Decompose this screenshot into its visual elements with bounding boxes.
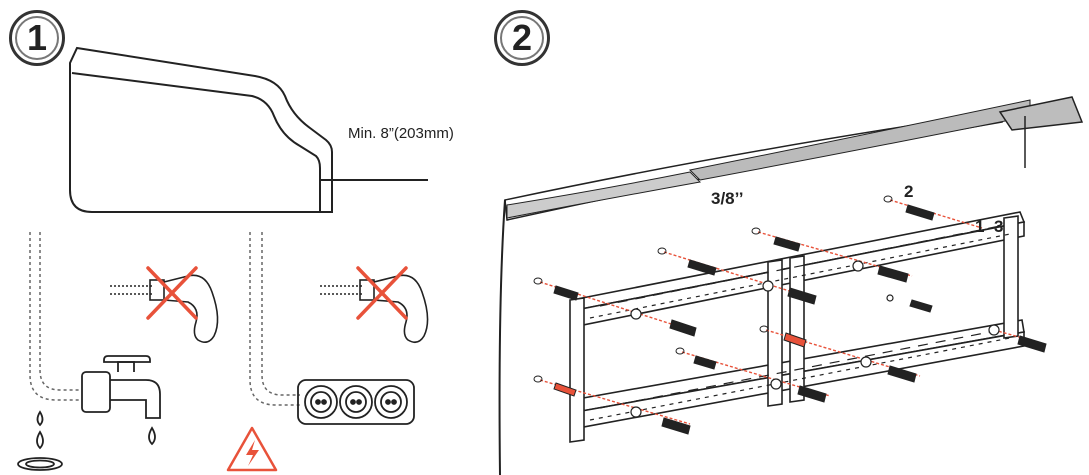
x-mark-icon (356, 266, 408, 320)
ceiling-slab (498, 96, 1084, 475)
bolt (675, 347, 717, 370)
order-label-1: 1 (975, 217, 985, 236)
bolt (883, 195, 935, 221)
bolt (669, 319, 697, 337)
ceiling-profile (69, 46, 428, 213)
bolt (657, 247, 717, 276)
bolt (909, 299, 933, 313)
bolt (797, 385, 827, 403)
step-2-badge: 2 (494, 10, 550, 66)
bolt (887, 365, 917, 383)
bolt (1017, 335, 1047, 353)
water-tap-icon (17, 355, 161, 471)
bolt (751, 227, 801, 252)
bolts (533, 195, 1047, 435)
min-distance-label: Min. 8”(203mm) (348, 125, 454, 142)
high-voltage-icon (226, 426, 278, 472)
rail-slots (589, 225, 1011, 421)
wall-mount-bracket (569, 211, 1026, 443)
drill-prohibited-right (320, 266, 429, 344)
order-label-3: 3 (994, 217, 1004, 236)
step-1-number: 1 (15, 16, 59, 60)
screw-size-label: 3/8’’ (711, 189, 744, 208)
order-label-2: 2 (904, 182, 914, 201)
x-mark-icon (146, 266, 198, 320)
step-2-number: 2 (500, 16, 544, 60)
step-1-badge: 1 (9, 10, 65, 66)
hidden-pipes (29, 232, 300, 406)
bolt (661, 417, 691, 435)
bolt (533, 375, 577, 397)
washers (630, 260, 1000, 418)
power-socket-icon (297, 379, 415, 425)
bolt (533, 277, 579, 301)
bolt (759, 325, 807, 348)
bolt (877, 265, 909, 283)
bolt (787, 287, 817, 305)
drill-prohibited-left (110, 266, 219, 344)
